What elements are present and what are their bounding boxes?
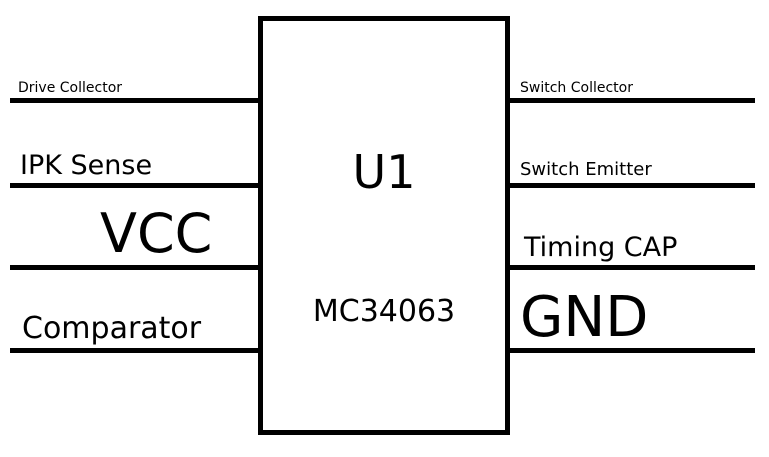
ic-body: U1 MC34063: [258, 16, 510, 435]
component-value: MC34063: [312, 294, 456, 329]
pin-line-drive-collector: [10, 98, 258, 103]
pin-line-gnd: [510, 348, 755, 353]
pin-line-switch-collector: [510, 98, 755, 103]
pin-label-vcc: VCC: [100, 202, 213, 265]
pin-line-timing-cap: [510, 265, 755, 270]
pin-line-switch-emitter: [510, 183, 755, 188]
pin-label-comparator: Comparator: [22, 311, 202, 346]
pin-label-ipk-sense: IPK Sense: [20, 150, 153, 181]
pin-label-gnd: GND: [520, 285, 649, 350]
component-reference: U1: [352, 145, 416, 199]
pin-label-drive-collector: Drive Collector: [18, 80, 123, 96]
pin-line-comparator: [10, 348, 258, 353]
pin-label-timing-cap: Timing CAP: [524, 232, 678, 263]
pin-line-ipk-sense: [10, 183, 258, 188]
pin-line-vcc: [10, 265, 258, 270]
pin-label-switch-collector: Switch Collector: [520, 80, 633, 96]
pin-label-switch-emitter: Switch Emitter: [520, 159, 652, 180]
